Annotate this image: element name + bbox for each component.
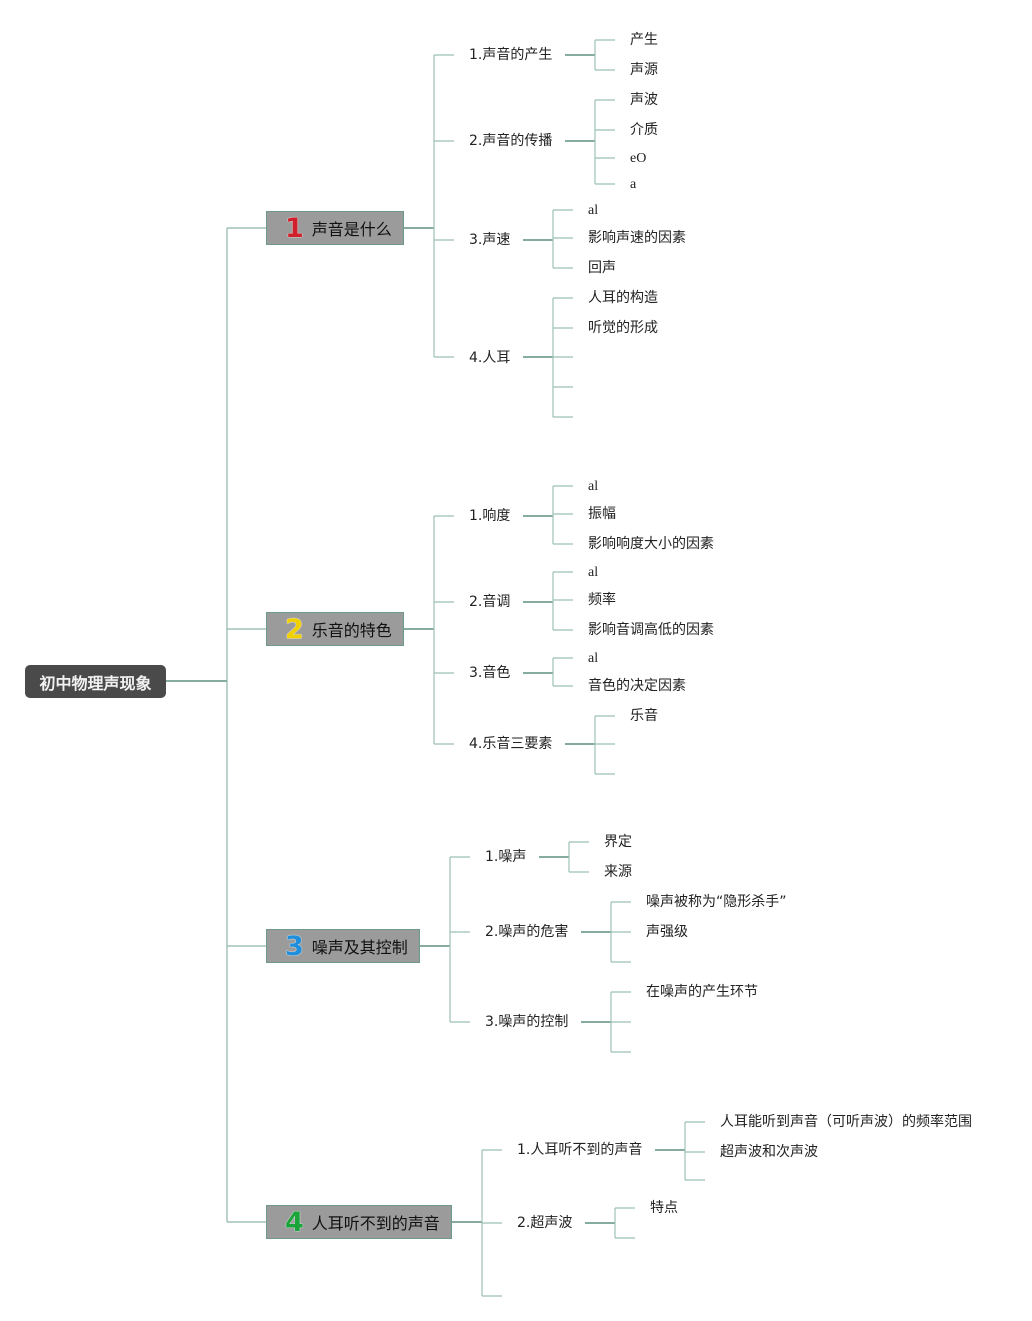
sub-topic[interactable]: 3.噪声的控制 bbox=[485, 1014, 569, 1030]
leaf-topic[interactable]: 影响音调高低的因素 bbox=[588, 622, 714, 638]
branch-number-4: 4 bbox=[285, 1206, 304, 1238]
branch-number-2: 2 bbox=[285, 613, 304, 645]
leaf-topic[interactable]: 人耳能听到声音（可听声波）的频率范围 bbox=[720, 1114, 972, 1130]
leaf-topic[interactable]: 声波 bbox=[630, 92, 658, 108]
leaf-topic[interactable]: 振幅 bbox=[588, 506, 616, 522]
sub-topic[interactable]: 4.人耳 bbox=[469, 350, 511, 366]
leaf-topic[interactable]: 影响声速的因素 bbox=[588, 230, 686, 246]
leaf-topic[interactable]: 音色的决定因素 bbox=[588, 678, 686, 694]
sub-topic[interactable]: 2.超声波 bbox=[517, 1215, 573, 1231]
branch-1[interactable]: 1 声音是什么 bbox=[266, 211, 404, 245]
leaf-topic[interactable]: 在噪声的产生环节 bbox=[646, 984, 758, 1000]
branch-number-3: 3 bbox=[285, 930, 304, 962]
leaf-topic[interactable]: 乐音 bbox=[630, 708, 658, 724]
leaf-topic[interactable]: 声强级 bbox=[646, 924, 688, 940]
sub-topic[interactable]: 1.人耳听不到的声音 bbox=[517, 1142, 643, 1158]
leaf-topic[interactable]: 回声 bbox=[588, 260, 616, 276]
leaf-topic[interactable]: 特点 bbox=[650, 1200, 678, 1216]
branch-label: 人耳听不到的声音 bbox=[311, 1214, 440, 1233]
leaf-topic[interactable]: 来源 bbox=[604, 864, 632, 880]
sub-topic[interactable]: 4.乐音三要素 bbox=[469, 736, 553, 752]
branch-number-1: 1 bbox=[285, 212, 304, 244]
sub-topic[interactable]: 1.响度 bbox=[469, 508, 511, 524]
leaf-topic[interactable]: 产生 bbox=[630, 32, 658, 48]
root-label: 初中物理声现象 bbox=[39, 673, 152, 693]
leaf-topic[interactable]: 噪声被称为“隐形杀手” bbox=[646, 894, 787, 910]
sub-topic[interactable]: 1.噪声 bbox=[485, 849, 527, 865]
sub-topic[interactable]: 2.音调 bbox=[469, 594, 511, 610]
leaf-topic[interactable]: eO bbox=[630, 151, 647, 166]
leaf-topic[interactable]: 影响响度大小的因素 bbox=[588, 536, 714, 552]
sub-topic[interactable]: 2.噪声的危害 bbox=[485, 924, 569, 940]
leaf-topic[interactable]: 频率 bbox=[588, 592, 616, 608]
root-node[interactable]: 初中物理声现象 bbox=[25, 665, 166, 698]
leaf-topic[interactable]: al bbox=[588, 479, 599, 494]
branch-label: 乐音的特色 bbox=[311, 621, 392, 640]
leaf-topic[interactable]: 介质 bbox=[630, 122, 658, 138]
leaf-topic[interactable]: al bbox=[588, 651, 599, 666]
leaf-topic[interactable]: al bbox=[588, 203, 599, 218]
leaf-topic[interactable]: al bbox=[588, 565, 599, 580]
sub-topic[interactable]: 3.声速 bbox=[469, 232, 511, 248]
leaf-topic[interactable]: 声源 bbox=[630, 62, 658, 78]
leaf-topic[interactable]: 人耳的构造 bbox=[588, 290, 658, 306]
leaf-topic[interactable]: a bbox=[630, 177, 637, 192]
leaf-topic[interactable]: 超声波和次声波 bbox=[720, 1144, 818, 1160]
leaf-topic[interactable]: 界定 bbox=[604, 834, 632, 850]
branch-3[interactable]: 3 噪声及其控制 bbox=[266, 929, 420, 963]
branch-label: 声音是什么 bbox=[311, 220, 392, 239]
sub-topic[interactable]: 3.音色 bbox=[469, 665, 511, 681]
sub-topic[interactable]: 2.声音的传播 bbox=[469, 133, 553, 149]
branch-2[interactable]: 2 乐音的特色 bbox=[266, 612, 404, 646]
branch-label: 噪声及其控制 bbox=[311, 938, 408, 957]
leaf-topic[interactable]: 听觉的形成 bbox=[588, 320, 658, 336]
sub-topic[interactable]: 1.声音的产生 bbox=[469, 47, 553, 63]
branch-4[interactable]: 4 人耳听不到的声音 bbox=[266, 1205, 452, 1239]
